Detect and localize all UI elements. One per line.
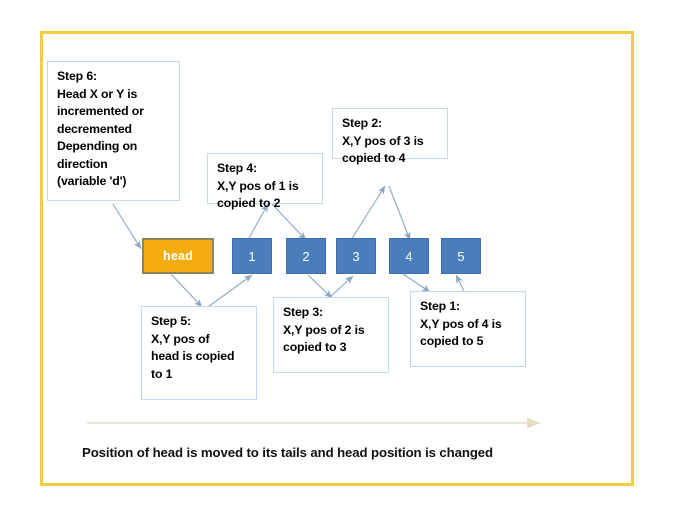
note-step1-line-1: X,Y pos of 4 is bbox=[420, 316, 502, 331]
note-step6-line-0: Step 6: bbox=[57, 69, 97, 83]
note-step3: Step 3: X,Y pos of 2 is copied to 3 bbox=[273, 297, 389, 373]
note-step6-line-1: Head X or Y is bbox=[57, 86, 138, 101]
note-step5: Step 5: X,Y pos of head is copied to 1 bbox=[141, 306, 257, 400]
note-step4-line-0: Step 4: bbox=[217, 161, 257, 175]
snake-head-label: head bbox=[163, 249, 193, 263]
snake-segment-4-label: 4 bbox=[405, 248, 413, 264]
note-step5-line-3: to 1 bbox=[151, 366, 173, 381]
snake-segment-3-label: 3 bbox=[352, 248, 360, 264]
note-step2-line-0: Step 2: bbox=[342, 116, 382, 130]
note-step3-line-1: X,Y pos of 2 is bbox=[283, 322, 365, 337]
snake-segment-1-label: 1 bbox=[248, 248, 256, 264]
note-step5-line-0: Step 5: bbox=[151, 314, 191, 328]
note-step1-line-2: copied to 5 bbox=[420, 334, 484, 348]
note-step2-line-2: copied to 4 bbox=[342, 151, 406, 165]
snake-segment-5[interactable]: 5 bbox=[441, 238, 481, 274]
note-step4: Step 4: X,Y pos of 1 is copied to 2 bbox=[207, 153, 323, 210]
note-step6-line-3: decremented bbox=[57, 121, 132, 136]
note-step2: Step 2: X,Y pos of 3 is copied to 4 bbox=[332, 108, 448, 165]
note-step2-line-1: X,Y pos of 3 is bbox=[342, 133, 424, 148]
snake-segment-1[interactable]: 1 bbox=[232, 238, 272, 274]
snake-segment-4[interactable]: 4 bbox=[389, 238, 429, 274]
note-step5-line-1: X,Y pos of bbox=[151, 331, 210, 346]
note-step6-line-4: Depending on bbox=[57, 139, 138, 153]
note-step4-line-2: copied to 2 bbox=[217, 196, 281, 210]
snake-segment-5-label: 5 bbox=[457, 248, 465, 264]
note-step1-line-0: Step 1: bbox=[420, 299, 460, 313]
snake-segment-3[interactable]: 3 bbox=[336, 238, 376, 274]
note-step4-line-1: X,Y pos of 1 is bbox=[217, 178, 299, 193]
note-step6: Step 6: Head X or Y is incremented or de… bbox=[47, 61, 180, 201]
note-step3-line-2: copied to 3 bbox=[283, 340, 347, 354]
snake-segment-2-label: 2 bbox=[302, 248, 310, 264]
snake-head-cell[interactable]: head bbox=[142, 238, 214, 274]
note-step6-line-5: direction bbox=[57, 156, 108, 171]
note-step6-line-6: (variable 'd') bbox=[57, 174, 127, 188]
note-step1: Step 1: X,Y pos of 4 is copied to 5 bbox=[410, 291, 526, 367]
note-step5-line-2: head is copied bbox=[151, 349, 235, 363]
diagram-caption: Position of head is moved to its tails a… bbox=[82, 445, 493, 460]
note-step3-line-0: Step 3: bbox=[283, 305, 323, 319]
note-step6-line-2: incremented or bbox=[57, 104, 144, 118]
snake-segment-2[interactable]: 2 bbox=[286, 238, 326, 274]
